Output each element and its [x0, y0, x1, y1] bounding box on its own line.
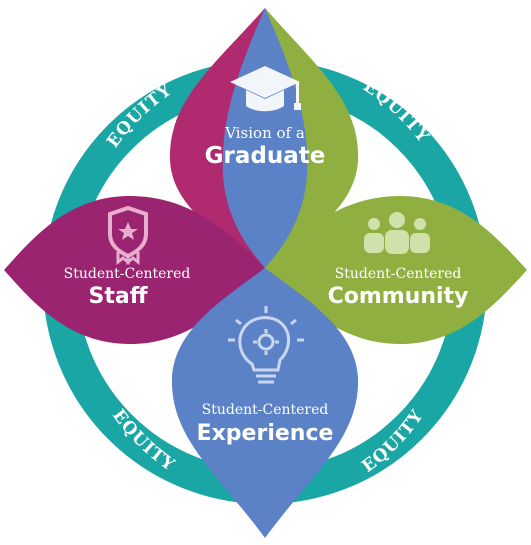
- badge-icon: [108, 205, 148, 266]
- community-label-line1: Student-Centered: [335, 266, 462, 282]
- graduate-label-line1: Vision of a: [224, 124, 305, 142]
- graduation-cap-icon: [230, 66, 301, 112]
- experience-label-line2: Experience: [197, 421, 334, 446]
- community-petal: [265, 196, 527, 344]
- experience-label-line1: Student-Centered: [202, 402, 329, 418]
- staff-label-line2: Staff: [88, 284, 148, 309]
- graduate-petal: [169, 8, 359, 268]
- experience-petal: [171, 268, 359, 538]
- graduate-label-line2: Graduate: [205, 143, 326, 169]
- community-label-line2: Community: [328, 284, 469, 309]
- people-group-icon: [364, 212, 430, 254]
- staff-petal: [4, 196, 265, 344]
- lightbulb-gear-icon: [228, 306, 304, 384]
- staff-label-line1: Student-Centered: [64, 266, 191, 282]
